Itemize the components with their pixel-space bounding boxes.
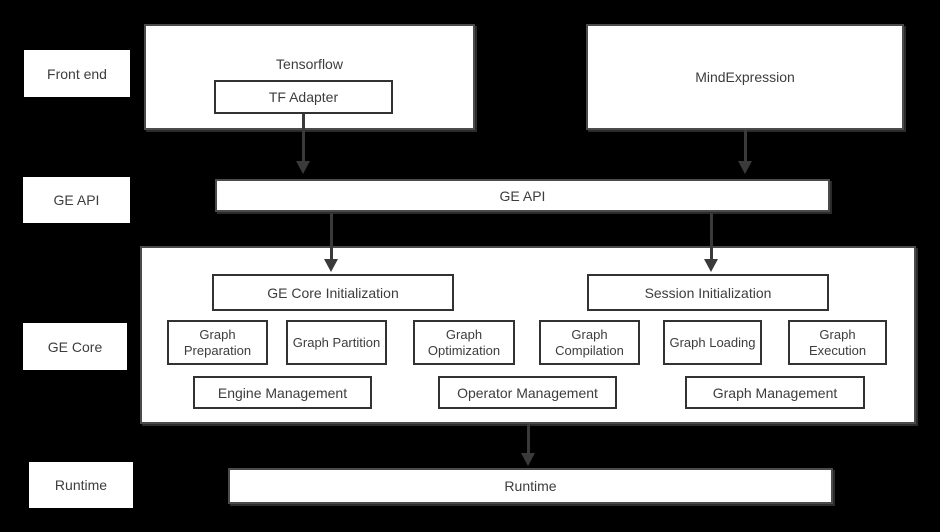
mindexpression-box: MindExpression <box>586 24 904 130</box>
layer-label-runtime: Runtime <box>29 462 133 508</box>
tensorflow-label: Tensorflow <box>276 56 343 72</box>
session-initialization-box: Session Initialization <box>587 274 829 311</box>
graph-partition-box: Graph Partition <box>286 320 387 365</box>
arrow-head-icon <box>521 453 535 466</box>
graph-loading-box: Graph Loading <box>663 320 762 365</box>
layer-label-front-end: Front end <box>24 50 130 97</box>
arrow-head-icon <box>296 161 310 174</box>
ge-core-container: GE Core Initialization Session Initializ… <box>140 246 916 424</box>
arrow-head-icon <box>738 161 752 174</box>
arrow-shaft <box>743 130 747 161</box>
engine-management-box: Engine Management <box>193 376 372 409</box>
tf-adapter-box: TF Adapter <box>214 80 393 114</box>
operator-management-box: Operator Management <box>438 376 617 409</box>
graph-optimization-box: Graph Optimization <box>413 320 515 365</box>
graph-management-box: Graph Management <box>685 376 865 409</box>
graph-execution-box: Graph Execution <box>788 320 887 365</box>
arrow-shaft <box>526 424 530 453</box>
graph-compilation-box: Graph Compilation <box>539 320 640 365</box>
tensorflow-box: Tensorflow TF Adapter <box>144 24 475 130</box>
ge-core-initialization-box: GE Core Initialization <box>212 274 454 311</box>
arrow-ge-core-to-runtime <box>521 424 535 466</box>
runtime-bar: Runtime <box>228 468 833 504</box>
layer-label-ge-api: GE API <box>23 177 130 223</box>
graph-preparation-box: Graph Preparation <box>167 320 268 365</box>
arrow-mindexpression-to-ge-api <box>738 130 752 174</box>
ge-api-bar: GE API <box>215 179 830 212</box>
layer-label-ge-core: GE Core <box>23 323 127 370</box>
